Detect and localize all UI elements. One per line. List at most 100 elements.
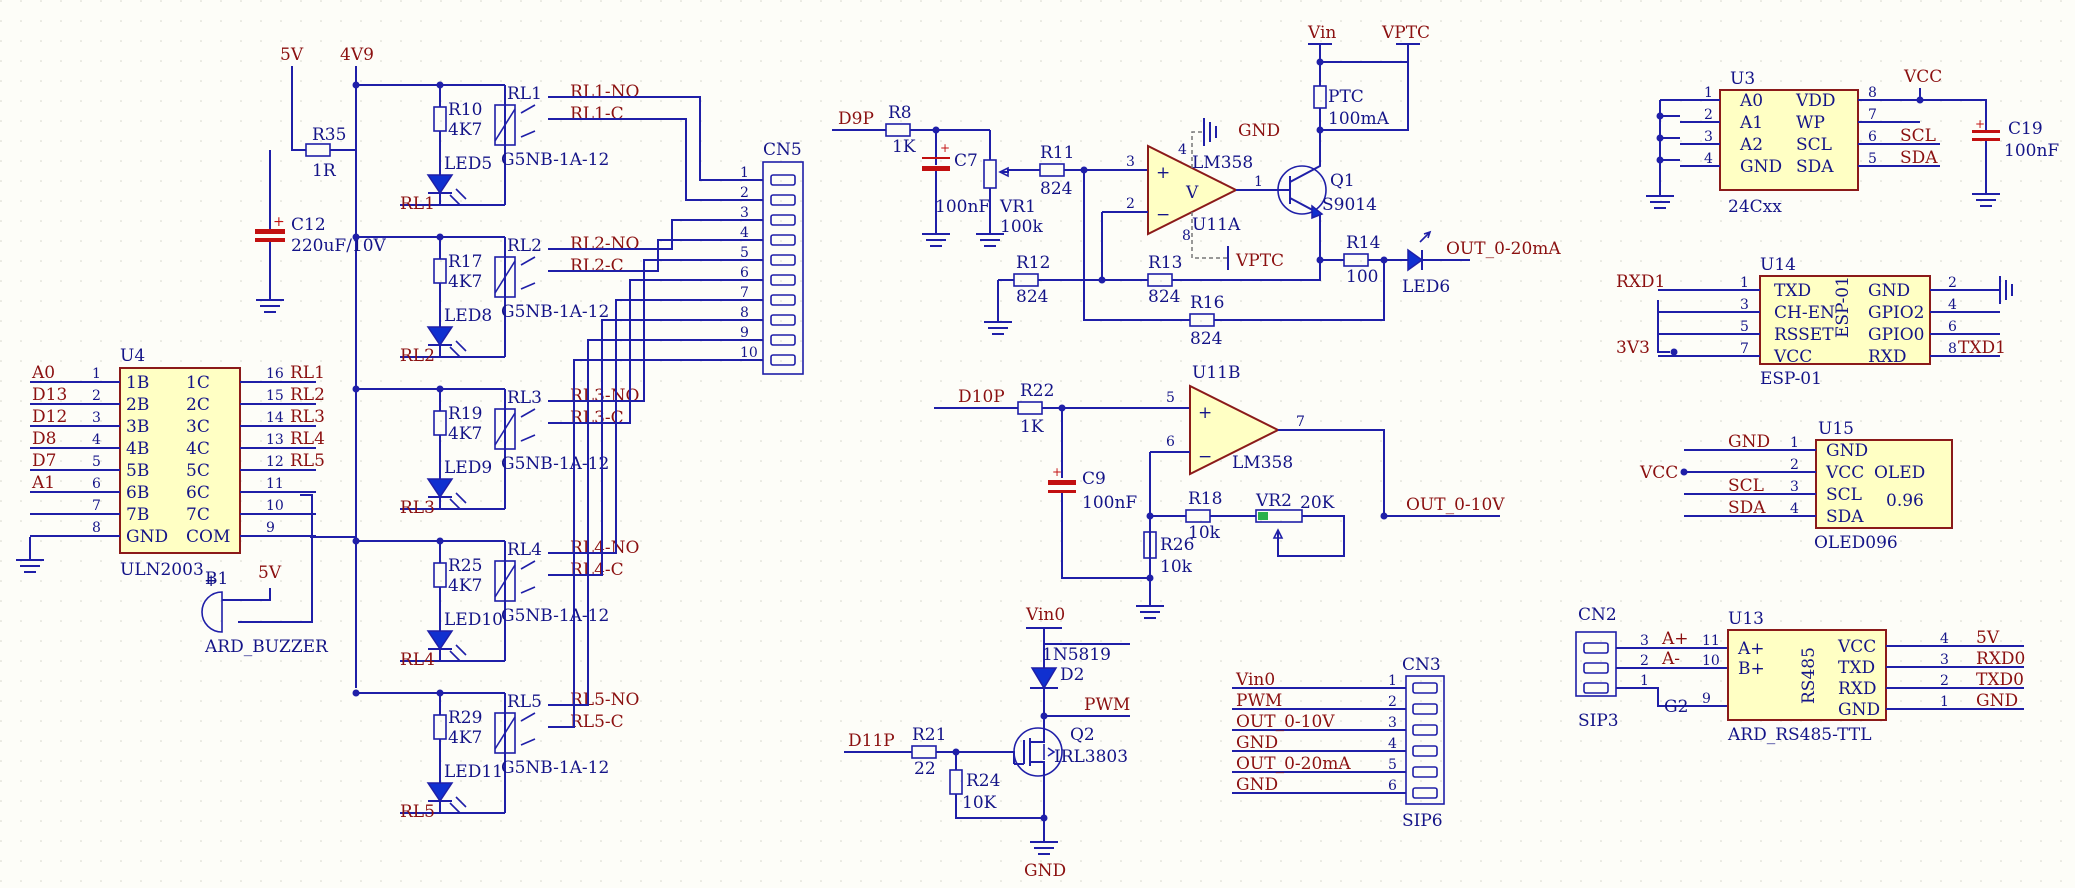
rs485-a-net: A+ bbox=[1661, 629, 1689, 649]
u15-body-label-2: 0.96 bbox=[1886, 491, 1924, 511]
u11b-minus: − bbox=[1198, 447, 1212, 467]
u4-pin-name: 7B bbox=[126, 505, 149, 525]
vout-out-net: OUT_0-10V bbox=[1406, 495, 1505, 515]
relay-no-net: RL4-NO bbox=[570, 538, 639, 558]
voltage-output-section: D10P R22 1K + C9 100nF + − U11B LM358 5 … bbox=[934, 363, 1505, 619]
cn5-pin-number: 8 bbox=[740, 305, 749, 321]
buzzer-ref: B1 bbox=[205, 569, 228, 589]
u4-input-net: D8 bbox=[32, 429, 56, 449]
u3-pin-number: 3 bbox=[1704, 129, 1713, 145]
led-triangle bbox=[426, 174, 454, 195]
cn5-pin-box bbox=[770, 214, 796, 226]
relay-contact bbox=[520, 560, 536, 594]
u14-pin-number: 7 bbox=[1740, 341, 1749, 357]
led-cathode bbox=[428, 496, 452, 509]
u3-pin-name: WP bbox=[1796, 113, 1825, 133]
cn3-pin-number: 4 bbox=[1388, 736, 1397, 752]
u4-pin-number: 5 bbox=[92, 454, 101, 470]
u4-pin-number: 6 bbox=[92, 476, 101, 492]
cn2-pin-box bbox=[1583, 662, 1609, 674]
u14-pin-number: 1 bbox=[1740, 275, 1749, 291]
cn3-pin-box bbox=[1412, 724, 1438, 736]
u14-pin-name: RSSET bbox=[1774, 325, 1834, 345]
u3-pin-net: SDA bbox=[1900, 148, 1938, 168]
cn5-pin-box bbox=[770, 254, 796, 266]
r11-value: 824 bbox=[1040, 179, 1072, 199]
led-cathode bbox=[428, 800, 452, 813]
relay-ref: RL5 bbox=[507, 692, 542, 712]
u14-pin-net: 3V3 bbox=[1616, 338, 1650, 358]
u11a-pin2: 2 bbox=[1126, 196, 1135, 212]
relay-no-net: RL5-NO bbox=[570, 690, 639, 710]
u4-pin-name: 4C bbox=[186, 439, 210, 459]
u13-pin-net: GND bbox=[1976, 691, 2018, 711]
u13-pin-name: G2 bbox=[1664, 697, 1688, 717]
supply-section: 5V R35 1R 4V9 + C12 220uF/10V bbox=[255, 45, 387, 688]
vr2-ref: VR2 bbox=[1255, 491, 1292, 511]
pwm-section: Vin0 1N5819 D2 PWM Q2 IRL3803 D11P R21 2… bbox=[844, 605, 1130, 881]
r8-value: 1K bbox=[892, 137, 916, 157]
relay-resistor-value: 4K7 bbox=[448, 120, 482, 140]
u4-pin-number: 3 bbox=[92, 410, 101, 426]
r26-value: 10k bbox=[1160, 557, 1193, 577]
u3-pin-name: A2 bbox=[1739, 135, 1763, 155]
cn5-pin-number: 4 bbox=[740, 225, 749, 241]
relay-c-net: RL5-C bbox=[570, 712, 624, 732]
vout-input: D10P bbox=[958, 387, 1005, 407]
relay-model: G5NB-1A-12 bbox=[501, 606, 609, 626]
relay-led-ref: LED8 bbox=[444, 306, 492, 326]
cn3-pin-net: GND bbox=[1236, 733, 1278, 753]
led-triangle bbox=[426, 630, 454, 651]
u4-output-net: RL2 bbox=[290, 385, 325, 405]
relay-no-net: RL1-NO bbox=[570, 82, 639, 102]
vr2-value: 20K bbox=[1300, 493, 1335, 513]
u3-pin-name: SDA bbox=[1796, 157, 1834, 177]
r8-ref: R8 bbox=[888, 103, 912, 123]
r16-ref: R16 bbox=[1190, 293, 1224, 313]
cn3-value: SIP6 bbox=[1402, 811, 1443, 831]
relay-resistor-value: 4K7 bbox=[448, 728, 482, 748]
r12-ref: R12 bbox=[1016, 253, 1050, 273]
cn5-pin-number: 2 bbox=[740, 185, 749, 201]
u11a-pin3: 3 bbox=[1126, 154, 1135, 170]
r14-value: 100 bbox=[1346, 267, 1378, 287]
u4-pin-name: COM bbox=[186, 527, 230, 547]
cn5-pin-box bbox=[770, 354, 796, 366]
relay-drive-net: RL1 bbox=[400, 194, 435, 214]
u4-output-net: RL4 bbox=[290, 429, 325, 449]
led-light-arrows bbox=[449, 340, 467, 358]
u13-pin-number: 2 bbox=[1940, 673, 1949, 689]
net-4v9: 4V9 bbox=[340, 45, 374, 65]
cn5-pin-number: 9 bbox=[740, 325, 749, 341]
relay-to-cn5-wire bbox=[548, 219, 763, 250]
u4-input-net: D7 bbox=[32, 451, 56, 471]
u4-value: ULN2003 bbox=[120, 560, 204, 580]
relay-led-ref: LED5 bbox=[444, 154, 492, 174]
u4-ref: U4 bbox=[120, 346, 145, 366]
cn2-pin-number: 2 bbox=[1640, 653, 1649, 669]
current-output-section: D9P R8 1K + C7 100nF VR1 100k R11 824 + … bbox=[832, 23, 1561, 349]
relay-resistor-ref: R10 bbox=[448, 100, 482, 120]
r26-ref: R26 bbox=[1160, 535, 1194, 555]
u14-pin-number: 5 bbox=[1740, 319, 1749, 335]
u3-pin-number: 7 bbox=[1868, 107, 1877, 123]
u14-pin-name: CH-EN bbox=[1774, 303, 1835, 323]
c9-value: 100nF bbox=[1082, 493, 1137, 513]
c19-value: 100nF bbox=[2004, 141, 2059, 161]
relay-ref: RL3 bbox=[507, 388, 542, 408]
buzzer-supply: 5V bbox=[258, 563, 282, 583]
r22-value: 1K bbox=[1020, 417, 1044, 437]
led-light-arrows bbox=[449, 492, 467, 510]
relay-coil bbox=[494, 560, 516, 602]
u13-pin-name: RXD bbox=[1838, 679, 1877, 699]
relay-to-cn5-wire bbox=[548, 339, 763, 706]
cn3-pin-number: 5 bbox=[1388, 757, 1397, 773]
cn2-value: SIP3 bbox=[1578, 711, 1619, 731]
u13-pin-number: 9 bbox=[1702, 691, 1711, 707]
d2-ref: D2 bbox=[1060, 665, 1084, 685]
u4-pin-name: 5B bbox=[126, 461, 149, 481]
